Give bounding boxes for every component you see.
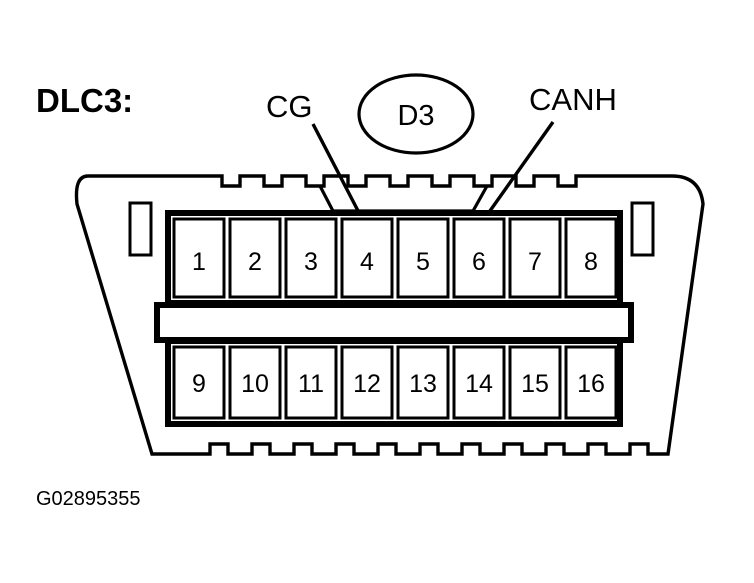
callout-label-canh: CANH [529,82,617,117]
pin-cell-box[interactable] [508,345,562,420]
pin-cell-box[interactable] [172,345,226,420]
pin-cell: 12 [340,345,394,420]
pin-cell-box[interactable] [172,217,226,299]
pin-cell-box[interactable] [340,345,394,420]
pin-number: 11 [298,370,324,398]
connector-shell-outline [74,174,705,456]
pin-cell-box[interactable] [228,345,282,420]
pin-number: 2 [248,248,262,276]
pin-row-bottom: 9 10 11 12 13 14 [172,345,618,420]
pin-cell-box[interactable] [396,345,450,420]
pin-cell-box[interactable] [452,345,506,420]
pin-cell: 11 [284,345,338,420]
pin-cell-box[interactable] [452,217,506,299]
pin-cell: 15 [508,345,562,420]
pin-cell-box[interactable] [284,345,338,420]
pin-number: 6 [472,248,486,276]
connector-divider-bar [154,302,634,343]
pin-number: 10 [241,370,269,398]
pin-cell-box[interactable] [564,217,618,299]
pin-cell: 13 [396,345,450,420]
pin-number: 3 [304,248,318,276]
pin-cell: 8 [564,217,618,299]
pin-number: 13 [409,370,437,398]
pin-number: 8 [584,248,598,276]
pin-cell-box[interactable] [284,217,338,299]
pin-cell: 14 [452,345,506,420]
pin-number: 5 [416,248,430,276]
pin-cell: 7 [508,217,562,299]
pin-cell-box[interactable] [396,217,450,299]
callout-label-cg: CG [266,89,313,124]
pin-number: 9 [192,370,206,398]
reference-bubble-outline [357,73,475,155]
locking-slot-right [630,201,655,257]
pin-cell: 3 [284,217,338,299]
reference-bubble-label: D3 [397,100,434,132]
pin-cell: 9 [172,345,226,420]
pin-cell-box[interactable] [340,217,394,299]
locking-slot-left [128,201,153,257]
pin-cell: 4 [340,217,394,299]
pin-number: 14 [465,370,493,398]
pin-number: 15 [521,370,549,398]
pin-number: 4 [360,248,374,276]
pin-number: 12 [353,370,381,398]
pin-number: 1 [192,248,206,276]
page-title: DLC3: [36,82,133,119]
pin-cell: 5 [396,217,450,299]
pin-cell-box[interactable] [508,217,562,299]
pin-number: 7 [528,248,542,276]
pin-number: 16 [577,370,605,398]
pin-row-top: 1 2 3 4 5 6 7 [172,217,618,299]
connector-keyway [318,185,489,213]
pin-cell: 1 [172,217,226,299]
pin-cell-box[interactable] [564,345,618,420]
pin-cell: 6 [452,217,506,299]
pin-cell-box[interactable] [228,217,282,299]
pin-cell: 10 [228,345,282,420]
figure-caption: G02895355 [36,488,141,510]
pin-cell: 2 [228,217,282,299]
pin-cell: 16 [564,345,618,420]
